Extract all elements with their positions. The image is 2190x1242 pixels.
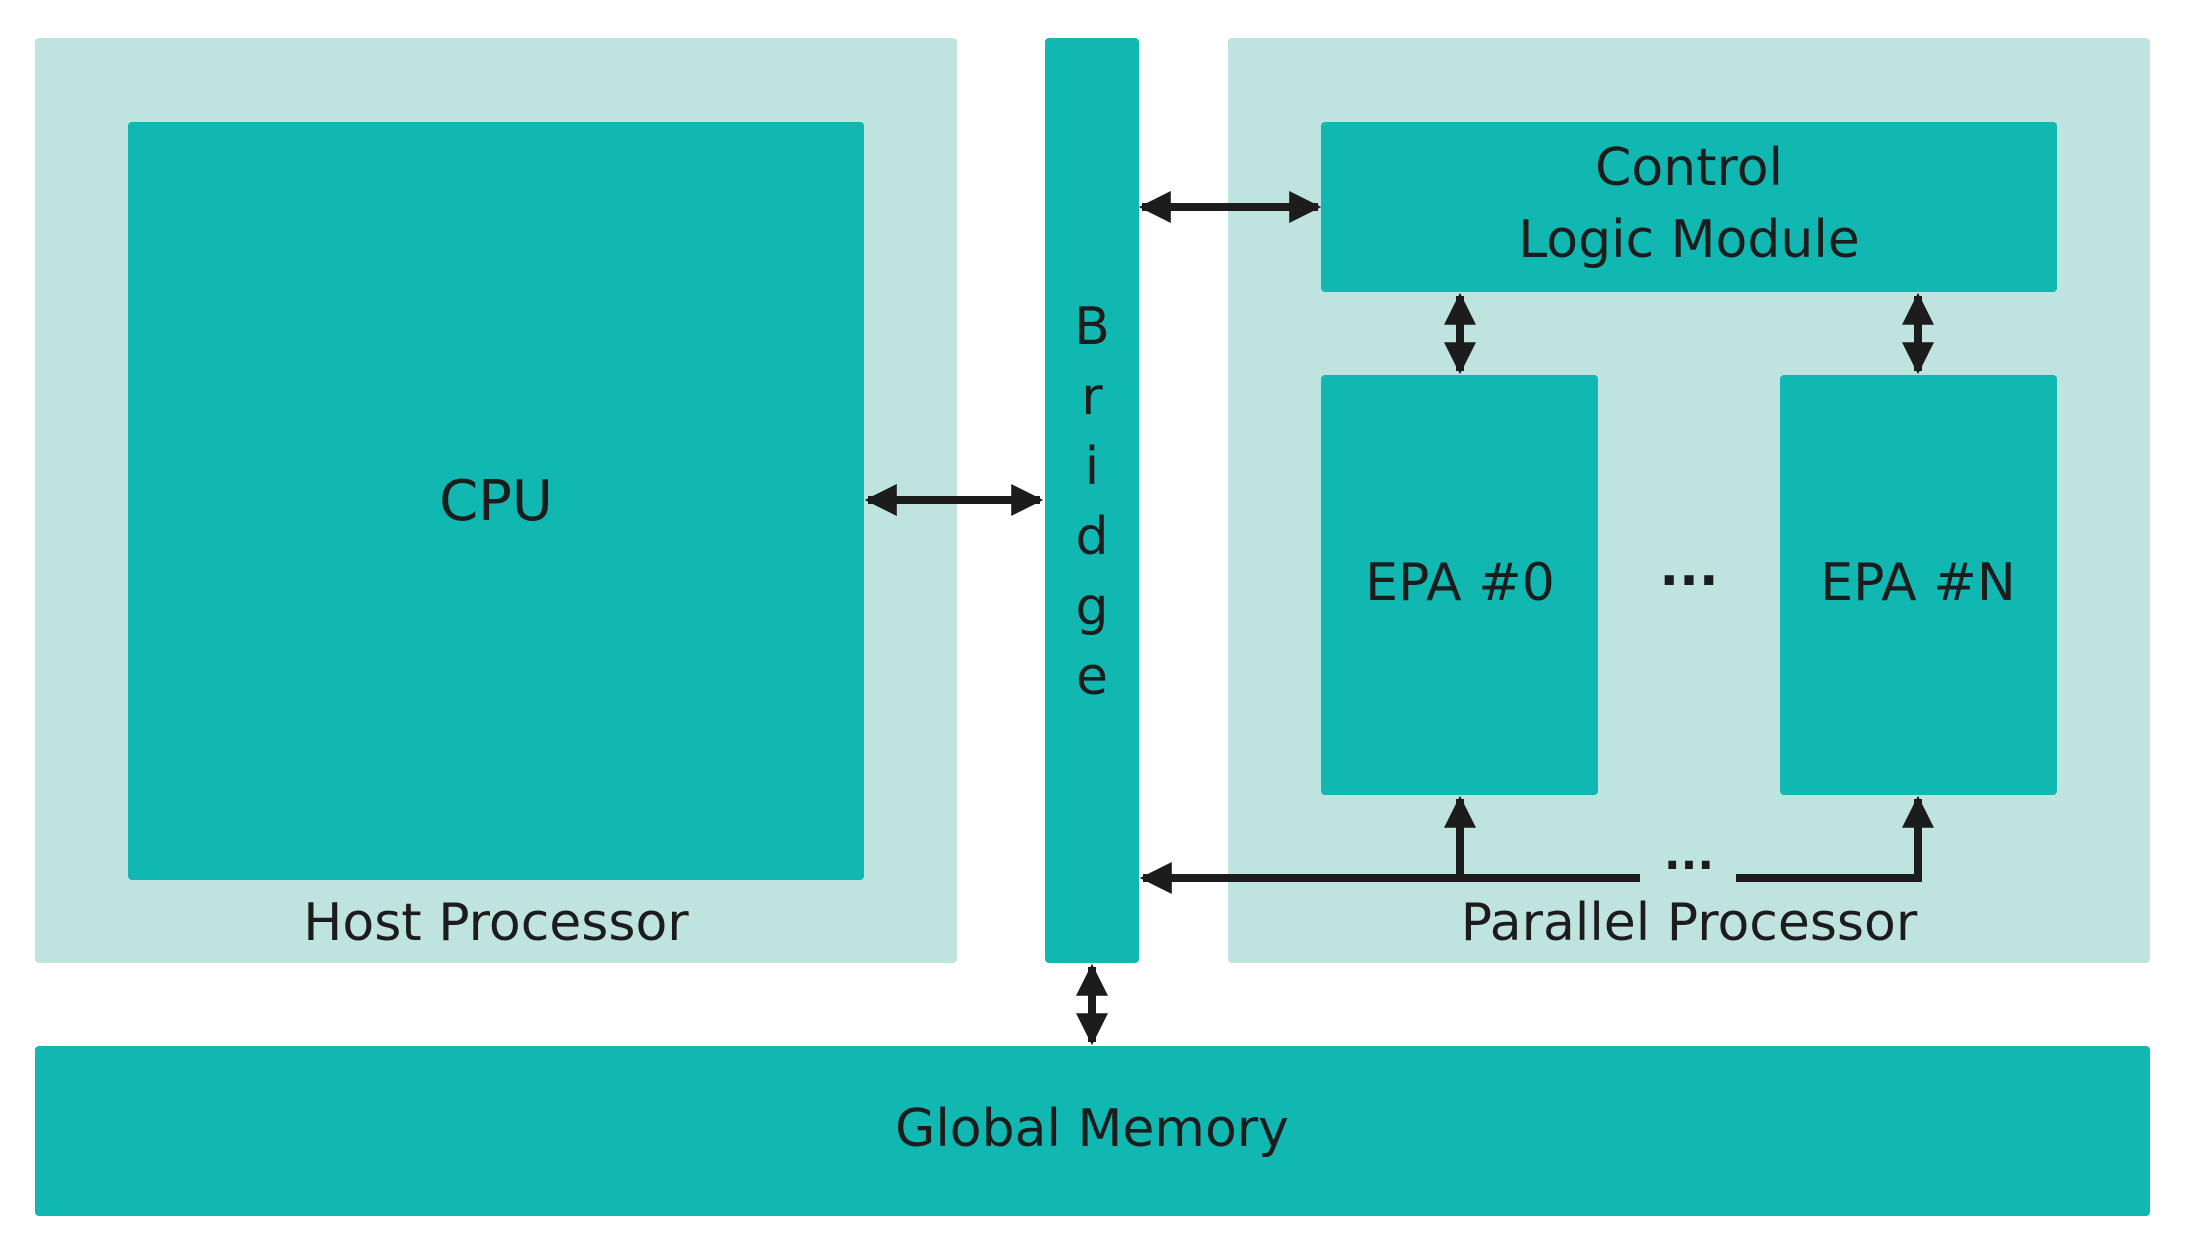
bridge-letter: r	[1081, 367, 1103, 427]
epa-n-block	[1780, 375, 2057, 795]
bus-ellipsis: ···	[1664, 840, 1714, 891]
bridge-letter: i	[1085, 437, 1099, 497]
epa-0-label: EPA #0	[1365, 553, 1555, 613]
control-logic-label-line1: Control	[1595, 138, 1783, 198]
bridge-block	[1045, 38, 1139, 963]
bridge-letter: d	[1075, 507, 1108, 567]
epa-0-block	[1321, 375, 1598, 795]
host-processor-label: Host Processor	[303, 893, 689, 953]
global-memory-label: Global Memory	[895, 1099, 1289, 1159]
bridge-letter: g	[1075, 577, 1108, 637]
control-logic-label-line2: Logic Module	[1518, 210, 1860, 270]
epa-n-label: EPA #N	[1820, 553, 2015, 613]
epa-ellipsis: ···	[1659, 551, 1718, 611]
bridge-letter: B	[1074, 297, 1110, 357]
bridge-letter: e	[1076, 647, 1108, 707]
cpu-label: CPU	[439, 469, 553, 534]
control-logic-module-block	[1321, 122, 2057, 292]
bridge-label: B r i d g e	[1074, 297, 1110, 707]
cpu-block	[128, 122, 864, 880]
parallel-processor-label: Parallel Processor	[1461, 893, 1918, 953]
global-memory-block	[35, 1046, 2150, 1216]
